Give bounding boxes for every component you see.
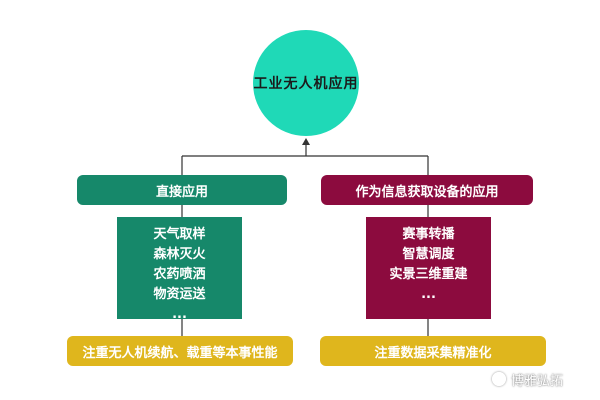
- branch-header-label: 直接应用: [155, 184, 208, 200]
- root-label: 工业无人机应用: [253, 76, 359, 92]
- branch-footer-direct: 注重无人机续航、载重等本事性能: [67, 336, 293, 366]
- footer-label: 注重无人机续航、载重等本事性能: [82, 345, 278, 361]
- branch-header-label: 作为信息获取设备的应用: [355, 184, 499, 200]
- list-item: 赛事转播: [402, 227, 455, 242]
- list-item: ...: [421, 287, 436, 302]
- list-item: 物资运送: [153, 287, 206, 302]
- list-item: 实景三维重建: [389, 267, 468, 282]
- list-item: ...: [172, 307, 187, 322]
- list-item: 农药喷洒: [153, 267, 206, 282]
- watermark-text: 博雅弘拓: [511, 373, 564, 389]
- watermark: 博雅弘拓: [492, 366, 563, 392]
- watermark-logo-icon: [492, 372, 506, 386]
- branch-list-direct: 天气取样 森林灭火 农药喷洒 物资运送 ...: [117, 217, 242, 322]
- branch-header-info: 作为信息获取设备的应用: [321, 175, 533, 205]
- arrow-up-icon: [302, 138, 310, 145]
- root-node: 工业无人机应用: [253, 30, 359, 136]
- footer-label: 注重数据采集精准化: [374, 345, 492, 361]
- branch-header-direct: 直接应用: [77, 175, 287, 205]
- branch-list-info: 赛事转播 智慧调度 实景三维重建 ...: [366, 217, 491, 319]
- list-item: 智慧调度: [402, 247, 455, 262]
- list-item: 森林灭火: [153, 247, 206, 262]
- branch-footer-info: 注重数据采集精准化: [320, 336, 546, 366]
- list-item: 天气取样: [153, 227, 206, 242]
